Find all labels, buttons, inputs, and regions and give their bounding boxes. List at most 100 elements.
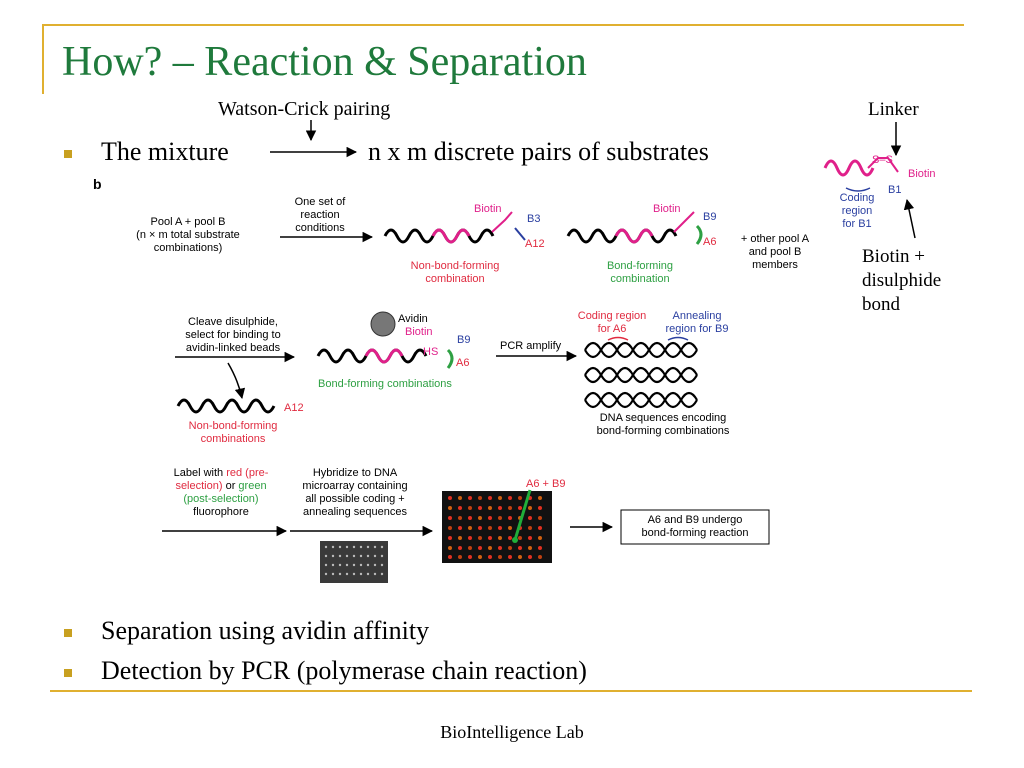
bond-label: Bond-forming combination (590, 260, 690, 286)
dna-pink-segment (431, 228, 471, 244)
fluorophore-label: Label with red (pre- selection) or green… (166, 467, 276, 519)
bottom-rule (50, 690, 972, 692)
dna-sequences-label: DNA sequences encoding bond-forming comb… (578, 412, 748, 438)
result-line-1: A6 and B9 undergo (647, 514, 743, 526)
annealing-brace (667, 336, 689, 341)
nonbond-combos-label: Non-bond-forming combinations (178, 420, 288, 446)
linker-label: Linker (868, 99, 919, 120)
a6-label-2: A6 (456, 357, 470, 369)
a12-label-2: A12 (284, 402, 304, 414)
inset-dna-strand (823, 159, 875, 177)
other-line-1: + other pool A (740, 233, 810, 245)
top-rule (42, 24, 964, 26)
conditions-line-3: conditions (295, 222, 345, 234)
dna-strand-selected (316, 348, 428, 364)
highlighted-spot-line (513, 489, 532, 541)
b9-label-2: B9 (457, 334, 471, 346)
conditions-line-1: One set of (294, 196, 346, 208)
pcr-label: PCR amplify (500, 340, 562, 352)
biotin-label-a: Biotin (474, 203, 502, 215)
biotin-label-c: Biotin (405, 326, 433, 338)
coding-brace (607, 336, 629, 341)
inset-biotin-label: Biotin (908, 168, 936, 180)
annealing-line-2: region for B9 (665, 323, 729, 335)
hs-label: HS (423, 346, 439, 358)
pool-line-1: Pool A + pool B (150, 216, 226, 228)
cleave-line-1: Cleave disulphide, (188, 316, 278, 328)
pool-line-3: combinations) (153, 242, 223, 254)
conditions-label: One set of reaction conditions (278, 196, 362, 235)
hyb-line-1: Hybridize to DNA (312, 467, 398, 479)
b3-label: B3 (527, 213, 541, 225)
label-fluorophore: fluorophore (193, 506, 249, 518)
slide-title: How? – Reaction & Separation (62, 39, 587, 85)
inset-ss-label: S–S (872, 154, 893, 166)
bond-green-2 (446, 348, 454, 369)
b9-label: B9 (703, 211, 717, 223)
footer: BioIntelligence Lab (0, 722, 1024, 743)
linker-bond (673, 211, 695, 233)
panel-label: b (93, 176, 102, 192)
hybridize-label: Hybridize to DNA microarray containing a… (290, 467, 420, 519)
bond-line-2: combination (610, 273, 670, 285)
nonbond-combos-line-1: Non-bond-forming (188, 420, 278, 432)
cleave-line-3: avidin-linked beads (185, 342, 281, 354)
other-members-label: + other pool A and pool B members (730, 233, 820, 272)
left-rule (42, 24, 44, 94)
hyb-line-2: microarray containing (302, 480, 408, 492)
result-box (620, 509, 770, 545)
dna-line-1: DNA sequences encoding (599, 412, 727, 424)
result-line-2: bond-forming reaction (641, 527, 749, 539)
blank-microarray-spots (324, 545, 384, 576)
bond-line-1: Bond-forming (606, 260, 674, 272)
bond-combos-label: Bond-forming combinations (318, 378, 452, 390)
biotin-label-b: Biotin (653, 203, 681, 215)
label-with-text: Label with (173, 467, 227, 479)
linker-nonbond (491, 211, 513, 233)
coding-line-2: for A6 (597, 323, 627, 335)
avidin-bead (370, 311, 396, 337)
a12-label: A12 (525, 238, 545, 250)
pairs-text: n x m discrete pairs of substrates (368, 137, 709, 166)
inset-b1-label: B1 (888, 184, 902, 196)
inset-coding-label: Coding region for B1 (828, 192, 886, 231)
biotin-pointer (903, 198, 916, 239)
coding-region-label: Coding region for A6 (572, 310, 652, 336)
nonbond-combos-line-2: combinations (200, 433, 266, 445)
inset-linker (867, 157, 899, 173)
dna-strand-discarded (176, 398, 276, 414)
inset-coding-line-1: Coding (839, 192, 875, 204)
watson-crick-label: Watson-Crick pairing (218, 98, 391, 120)
cleave-label: Cleave disulphide, select for binding to… (168, 316, 298, 355)
inset-coding-line-2: region (841, 205, 873, 217)
pool-label: Pool A + pool B (n × m total substrate c… (128, 216, 248, 255)
result-label: A6 and B9 undergo bond-forming reaction (621, 514, 769, 540)
avidin-label: Avidin (398, 313, 428, 325)
nonbond-line-1: Non-bond-forming (410, 260, 500, 272)
nonbond-line-2: combination (425, 273, 485, 285)
other-line-3: members (752, 259, 798, 271)
dna-strand-bond (566, 228, 678, 244)
label-red-text: red (pre- (226, 467, 269, 479)
coding-line-1: Coding region (577, 310, 647, 322)
colored-microarray-spots (448, 496, 542, 559)
pool-line-2: (n × m total substrate (136, 229, 240, 241)
b3-strand (514, 227, 526, 241)
separation-text: Separation using avidin affinity (101, 616, 430, 645)
nonbond-label: Non-bond-forming combination (400, 260, 510, 286)
inset-coding-line-3: for B1 (842, 218, 872, 230)
bullet-icon (64, 150, 72, 158)
mixture-text: The mixture (101, 137, 229, 166)
cleave-line-2: select for binding to (185, 329, 281, 341)
annealing-line-1: Annealing (672, 310, 722, 322)
bullet-icon (64, 629, 72, 637)
a6-b9-label: A6 + B9 (526, 478, 566, 490)
label-green-text: green (238, 480, 267, 492)
bond-green (695, 224, 703, 245)
biotin-label-1: Biotin + (862, 246, 925, 267)
dna-pink-segment-2 (614, 228, 654, 244)
biotin-label-2: disulphide (862, 270, 942, 291)
a6-label: A6 (703, 236, 717, 248)
annealing-region-label: Annealing region for B9 (655, 310, 739, 336)
other-line-2: and pool B (748, 246, 802, 258)
